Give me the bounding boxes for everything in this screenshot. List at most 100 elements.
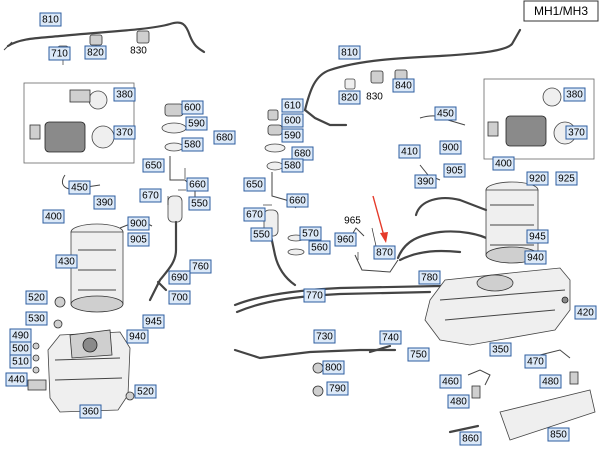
- callout-label: 850: [550, 430, 567, 441]
- callout-box: [281, 98, 304, 113]
- callout-label: 650: [145, 161, 162, 172]
- callout-c610: 610: [281, 98, 304, 113]
- callout-box: [526, 171, 549, 186]
- callout-label: 380: [116, 90, 133, 101]
- callout-c570: 570: [299, 226, 322, 241]
- callout-label: 390: [96, 198, 113, 209]
- callout-label: 490: [12, 331, 29, 342]
- callout-box: [563, 87, 586, 102]
- callout-label: 810: [341, 48, 358, 59]
- callout-box: [313, 329, 336, 344]
- callout-c925: 925: [555, 171, 578, 186]
- callout-label: 710: [51, 49, 68, 60]
- callout-label: 580: [284, 161, 301, 172]
- callout-c820a: 820: [84, 45, 107, 60]
- callout-box: [379, 330, 402, 345]
- callout-box: [25, 311, 48, 326]
- callout-c780: 780: [418, 270, 441, 285]
- callout-label: 450: [71, 183, 88, 194]
- callout-c650b: 650: [243, 177, 266, 192]
- callout-box: [281, 113, 304, 128]
- callout-c940a: 940: [126, 329, 149, 344]
- callout-label: 480: [450, 397, 467, 408]
- model-label-text: MH1/MH3: [534, 4, 588, 18]
- callout-box: [25, 290, 48, 305]
- callout-label: 510: [12, 357, 29, 368]
- callout-label: 790: [329, 384, 346, 395]
- callout-c550b: 550: [250, 227, 273, 242]
- callout-box: [250, 227, 273, 242]
- callout-box: [392, 78, 415, 93]
- callout-c965: 965: [344, 216, 361, 227]
- callout-box: [68, 180, 91, 195]
- callout-box: [326, 381, 349, 396]
- callout-label: 470: [527, 357, 544, 368]
- callout-box: [93, 195, 116, 210]
- callout-c670a: 670: [139, 188, 162, 203]
- callout-box: [489, 342, 512, 357]
- callout-c710: 710: [48, 46, 71, 61]
- callout-c460: 460: [439, 374, 462, 389]
- callout-box: [443, 163, 466, 178]
- callout-c810a: 810: [39, 12, 62, 27]
- callout-label: 810: [42, 15, 59, 26]
- callout-label: 945: [145, 317, 162, 328]
- callout-label: 900: [442, 143, 459, 154]
- callout-label: 840: [395, 81, 412, 92]
- callout-label: 520: [137, 387, 154, 398]
- callout-box: [407, 347, 430, 362]
- callout-c750: 750: [407, 347, 430, 362]
- callout-box: [398, 144, 421, 159]
- callout-c600a: 600: [181, 100, 204, 115]
- callout-c945a: 945: [142, 314, 165, 329]
- callout-box: [243, 207, 266, 222]
- callout-c820b: 820: [338, 90, 361, 105]
- callout-box: [243, 177, 266, 192]
- callout-label: 420: [577, 308, 594, 319]
- callout-c830b: 830: [366, 92, 383, 103]
- callout-c470: 470: [524, 354, 547, 369]
- callout-label: 690: [171, 273, 188, 284]
- callout-c700: 700: [168, 290, 191, 305]
- callout-label: 550: [253, 230, 270, 241]
- callout-c420: 420: [574, 305, 597, 320]
- callout-box: [139, 188, 162, 203]
- callout-label: 820: [87, 48, 104, 59]
- callout-box: [168, 290, 191, 305]
- callout-c690: 690: [168, 270, 191, 285]
- callout-box: [79, 404, 102, 419]
- callout-label: 680: [216, 133, 233, 144]
- callout-c490: 490: [9, 328, 32, 343]
- callout-box: [42, 209, 65, 224]
- callout-label: 500: [12, 344, 29, 355]
- callout-c770: 770: [303, 288, 326, 303]
- callout-label: 460: [442, 377, 459, 388]
- callout-c380a: 380: [113, 87, 136, 102]
- callout-box: [434, 106, 457, 121]
- callout-label: 530: [28, 314, 45, 325]
- callout-label: 520: [28, 293, 45, 304]
- callout-box: [414, 174, 437, 189]
- callout-c900a: 900: [127, 216, 150, 231]
- callout-box: [142, 158, 165, 173]
- callout-label: 940: [129, 332, 146, 343]
- callout-box: [281, 158, 304, 173]
- callout-label: 410: [401, 147, 418, 158]
- callout-box: [286, 193, 309, 208]
- callout-box: [526, 229, 549, 244]
- callout-label: 550: [191, 199, 208, 210]
- callout-box: [126, 329, 149, 344]
- callout-box: [5, 372, 28, 387]
- callout-box: [565, 125, 588, 140]
- callout-c480b: 480: [447, 394, 470, 409]
- callout-c660a: 660: [186, 177, 209, 192]
- callout-c800: 800: [322, 360, 345, 375]
- callout-box: [418, 270, 441, 285]
- callout-box: [185, 116, 208, 131]
- callout-c920: 920: [526, 171, 549, 186]
- callout-label: 750: [410, 350, 427, 361]
- callout-c560: 560: [308, 240, 331, 255]
- callout-label: 600: [284, 116, 301, 127]
- callout-c730: 730: [313, 329, 336, 344]
- callout-label: 450: [437, 109, 454, 120]
